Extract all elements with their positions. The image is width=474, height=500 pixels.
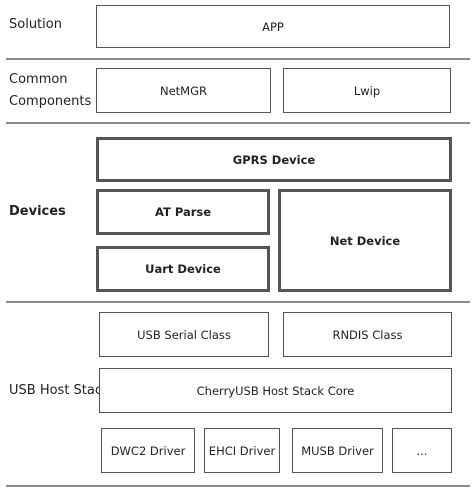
uart-device-box: Uart Device: [96, 246, 270, 292]
musb-driver-box: MUSB Driver: [292, 428, 383, 473]
layer-label-usb-host-stack: USB Host Stack: [9, 383, 110, 398]
usb-serial-class-box: USB Serial Class: [99, 312, 269, 357]
gprs-device-box: GPRS Device: [96, 137, 452, 182]
app-box: APP: [96, 5, 450, 48]
lwip-box: Lwip: [283, 68, 451, 113]
dwc2-driver-box: DWC2 Driver: [101, 428, 195, 473]
netmgr-box: NetMGR: [96, 68, 271, 113]
layer-label-devices: Devices: [9, 204, 66, 219]
separator-solution: [6, 58, 470, 60]
ehci-driver-box: EHCI Driver: [204, 428, 280, 473]
separator-common: [6, 122, 470, 124]
layer-label-common-line2: Components: [9, 94, 92, 109]
more-drivers-box: ...: [392, 428, 452, 473]
layer-label-solution: Solution: [9, 17, 62, 32]
host-stack-core-box: CherryUSB Host Stack Core: [99, 368, 452, 413]
net-device-box: Net Device: [278, 189, 452, 292]
separator-devices: [6, 301, 470, 303]
layer-label-common-line1: Common: [9, 72, 68, 87]
at-parse-box: AT Parse: [96, 189, 270, 235]
separator-usb-host-stack: [6, 485, 470, 487]
rndis-class-box: RNDIS Class: [283, 312, 452, 357]
